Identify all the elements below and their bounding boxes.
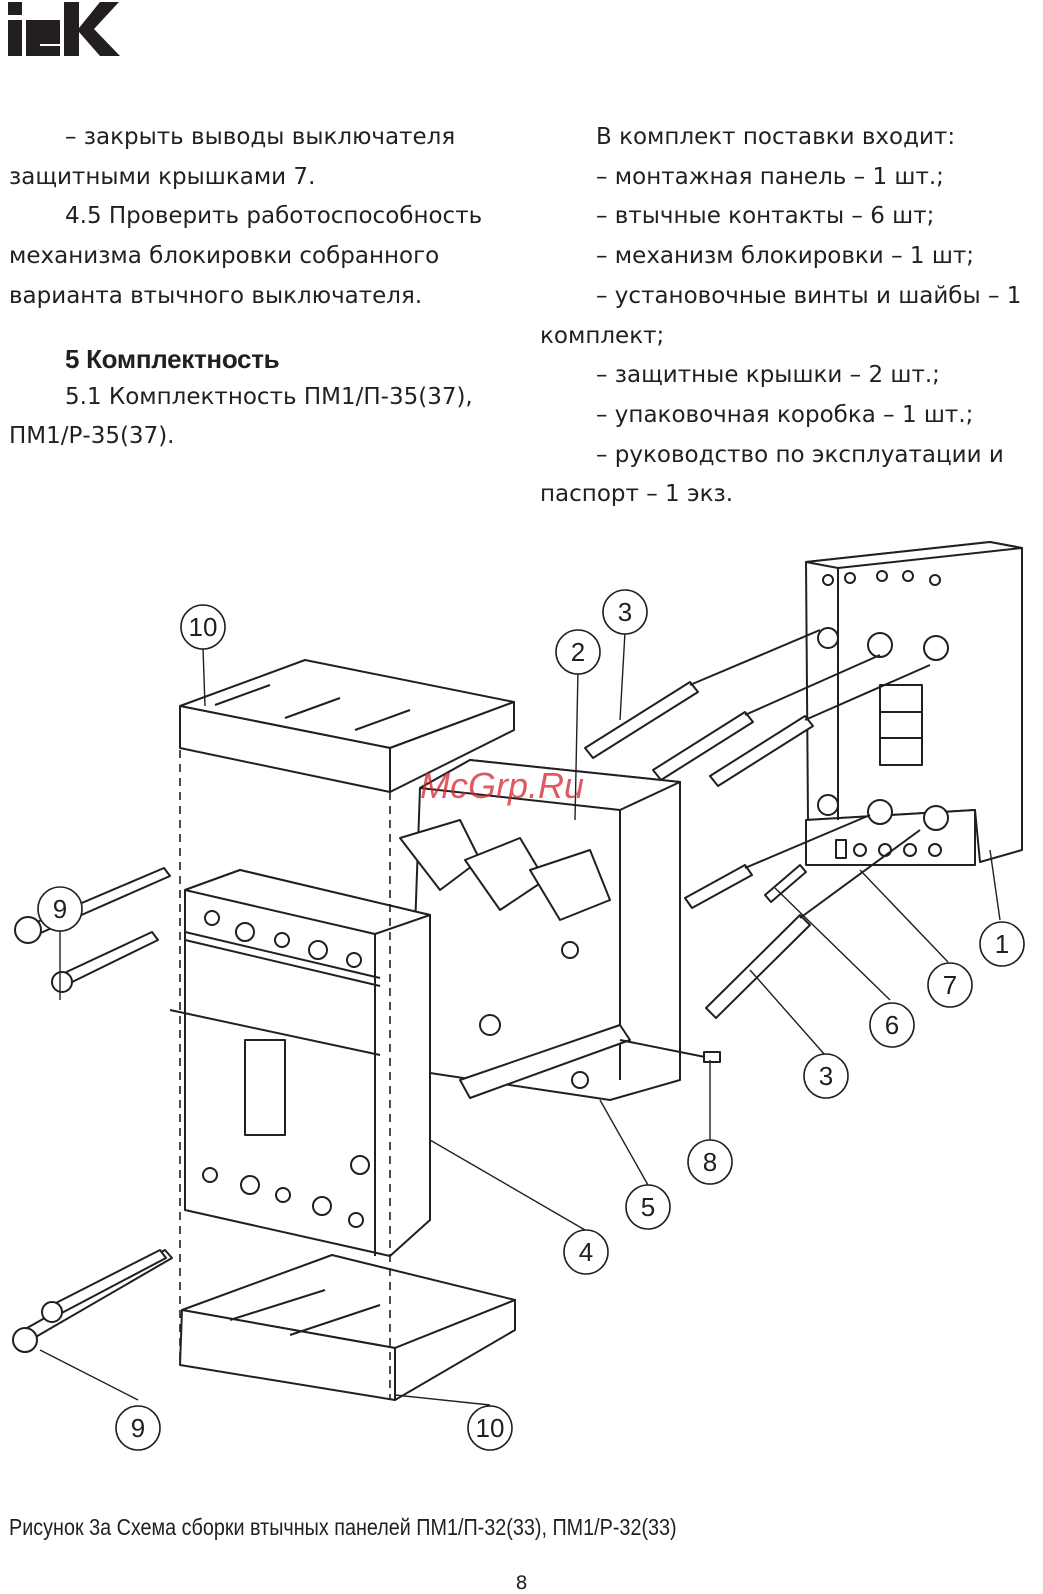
delivery-item: – упаковочная коробка – 1 шт.;: [596, 401, 974, 428]
protective-cover-bottom: [179, 1254, 516, 1401]
svg-text:9: 9: [131, 1413, 145, 1443]
figure-caption: Рисунок 3а Схема сборки втычных панелей …: [9, 1514, 677, 1540]
delivery-intro: В комплект поставки входит:: [596, 124, 956, 150]
delivery-item: – руководство по эксплуатации и паспорт …: [540, 441, 1004, 508]
svg-text:3: 3: [819, 1061, 833, 1091]
callout-8: 8: [687, 1139, 733, 1185]
circuit-breaker: [169, 869, 431, 1257]
mounting-screws: [12, 867, 173, 1353]
svg-text:5: 5: [641, 1192, 655, 1222]
paragraph-check-interlock: 4.5 Проверить работоспособность механизм…: [9, 203, 483, 309]
svg-text:3: 3: [618, 597, 632, 627]
callout-5: 5: [625, 1184, 671, 1230]
plug-in-contacts-top: [584, 629, 931, 787]
callout-10-bottom: 10: [467, 1405, 513, 1451]
svg-text:10: 10: [189, 612, 218, 642]
svg-text:7: 7: [943, 970, 957, 1000]
svg-text:2: 2: [571, 637, 585, 667]
callout-2: 2: [555, 629, 601, 675]
paragraph-completeness: 5.1 Комплектность ПМ1/П-35(37), ПМ1/Р-35…: [9, 383, 473, 450]
delivery-item: – защитные крышки – 2 шт.;: [596, 362, 940, 389]
watermark: McGrp.Ru: [420, 765, 584, 806]
right-column: В комплект поставки входит: – монтажная …: [540, 118, 1030, 515]
callout-1: 1: [979, 921, 1025, 967]
callout-10-top: 10: [180, 604, 226, 650]
svg-text:1: 1: [995, 929, 1009, 959]
svg-text:6: 6: [885, 1010, 899, 1040]
interlock-mechanism: [399, 759, 681, 1101]
iek-logo: [8, 2, 120, 56]
callout-9-bottom: 9: [115, 1405, 161, 1451]
protective-cover-top: [179, 659, 515, 793]
assembly-diagram: 10 3 2 9 1 7 6 3 8 5 4 9 10 McGrp.Ru: [12, 541, 1025, 1451]
delivery-item: – втычные контакты – 6 шт;: [596, 203, 935, 230]
section-heading: 5 Комплектность: [65, 343, 280, 374]
svg-text:4: 4: [579, 1237, 593, 1267]
delivery-item: – монтажная панель – 1 шт.;: [596, 163, 944, 190]
paragraph-close-terminals: – закрыть выводы выключателя защитными к…: [9, 124, 456, 190]
callout-6: 6: [869, 1002, 915, 1048]
delivery-item: – установочные винты и шайбы – 1 комплек…: [540, 282, 1022, 349]
svg-text:9: 9: [53, 894, 67, 924]
mounting-panel: [805, 541, 1023, 866]
page-number: 8: [515, 1572, 528, 1594]
left-column: – закрыть выводы выключателя защитными к…: [9, 118, 509, 457]
svg-text:10: 10: [476, 1413, 505, 1443]
delivery-item: – механизм блокировки – 1 шт;: [596, 243, 975, 270]
callout-7: 7: [927, 962, 973, 1008]
callout-3-top: 3: [602, 589, 648, 635]
plug-in-contacts-bottom: [684, 814, 921, 1019]
callout-9-top: 9: [37, 886, 83, 932]
callout-3-bottom: 3: [803, 1053, 849, 1099]
callouts: 10 3 2 9 1 7 6 3 8 5 4 9 10: [37, 589, 1025, 1451]
callout-4: 4: [563, 1229, 609, 1275]
svg-text:8: 8: [703, 1147, 717, 1177]
